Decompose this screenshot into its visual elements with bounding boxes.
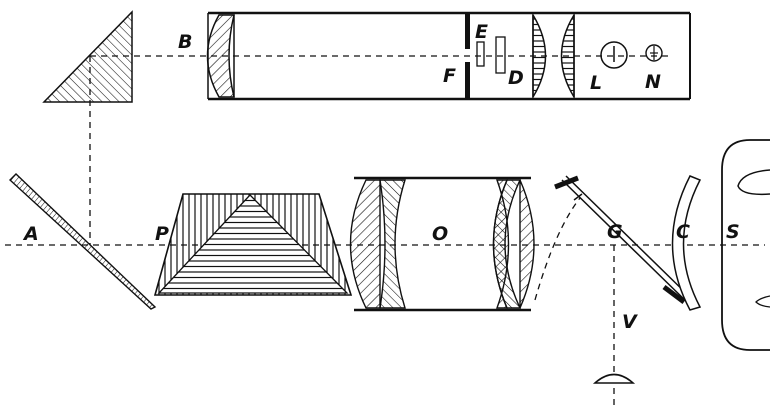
label-b: B <box>178 31 192 53</box>
curved-lens-c <box>671 175 702 311</box>
label-s: S <box>726 221 740 243</box>
wedge-mirror-a <box>8 173 157 310</box>
reflecting-prism <box>42 10 133 103</box>
lamp-l <box>600 41 628 69</box>
label-n: N <box>645 71 661 93</box>
label-o: O <box>432 223 448 245</box>
objective-o <box>349 176 535 312</box>
swing-arc <box>534 197 581 301</box>
field-stop-f <box>465 13 470 99</box>
lens-v <box>592 373 636 384</box>
label-p: P <box>155 223 169 245</box>
label-c: C <box>676 221 690 243</box>
label-a: A <box>22 223 39 245</box>
label-f: F <box>443 65 456 87</box>
label-v: V <box>622 311 638 333</box>
specimen-s <box>721 139 770 351</box>
label-l: L <box>590 72 602 94</box>
label-d: D <box>508 67 524 89</box>
label-g: G <box>607 221 623 243</box>
label-e: E <box>475 21 488 43</box>
element-e <box>476 41 485 67</box>
upper-lens-pair <box>532 12 575 100</box>
lens-b <box>206 14 235 98</box>
mirror-g <box>554 175 695 306</box>
upper-tube <box>207 11 691 101</box>
prism-p <box>153 193 353 296</box>
lamp-n <box>645 44 663 62</box>
element-d <box>495 36 506 74</box>
